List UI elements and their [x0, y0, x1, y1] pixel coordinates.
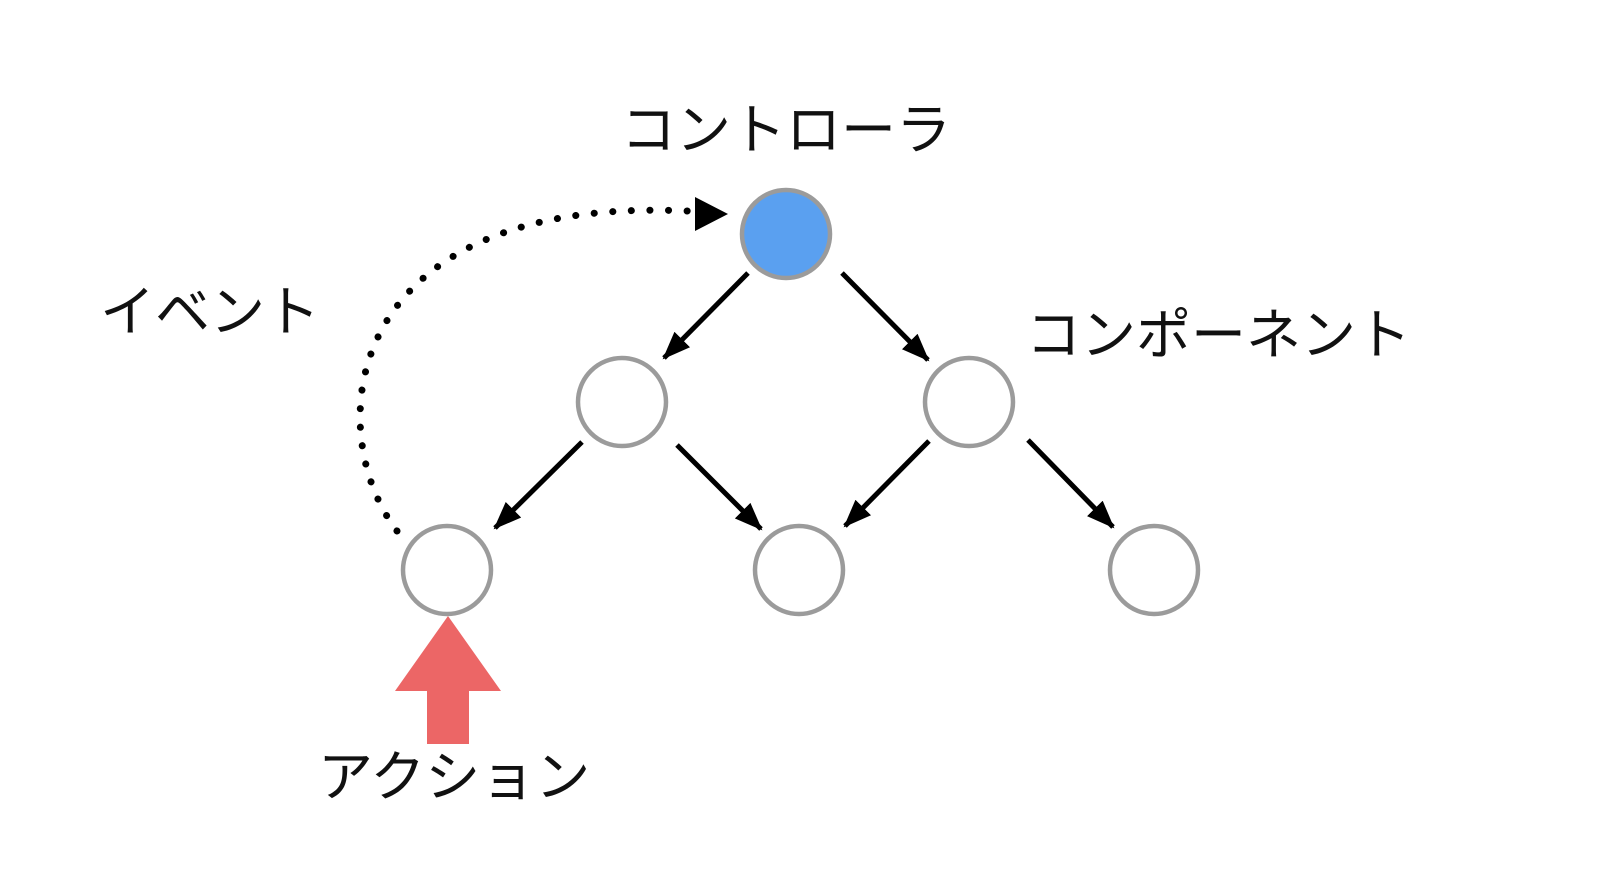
edge-controller-to-component-left	[662, 271, 750, 360]
node-controller	[739, 187, 833, 281]
event-arrow-head-icon	[695, 197, 728, 231]
edge-component-right-to-leaf-middle	[843, 439, 931, 528]
edge-component-right-to-leaf-right	[1026, 438, 1115, 529]
label-event: イベント	[100, 281, 321, 343]
label-controller: コントローラ	[620, 99, 952, 161]
label-component: コンポーネント	[1026, 304, 1412, 366]
node-leaf-left	[400, 523, 494, 617]
node-component-right	[922, 355, 1016, 449]
node-leaf-right	[1107, 523, 1201, 617]
node-component-left	[575, 355, 669, 449]
edge-component-left-to-leaf-middle	[675, 443, 763, 531]
action-up-arrow-icon	[395, 616, 501, 744]
label-action: アクション	[318, 746, 591, 808]
edge-component-left-to-leaf-left	[493, 440, 584, 530]
event-dotted-arrow-curve	[356, 206, 692, 535]
node-leaf-middle	[752, 523, 846, 617]
edge-controller-to-component-right	[840, 271, 930, 362]
